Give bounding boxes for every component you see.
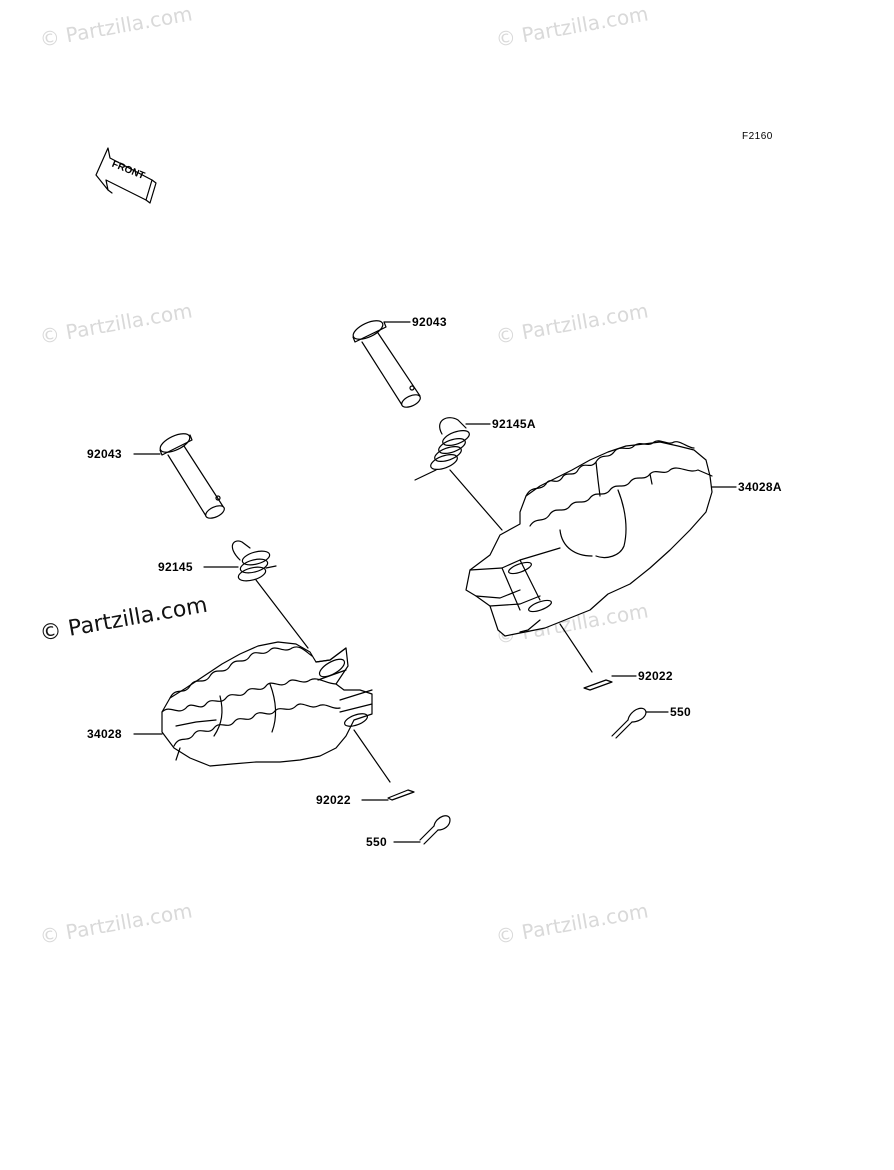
callout-label: 92145 [158, 560, 193, 574]
pin-part-left [159, 433, 225, 519]
callout-label: 34028 [87, 727, 122, 741]
callout-label: 92022 [638, 669, 673, 683]
callout-label: 92022 [316, 793, 351, 807]
diagram-code: F2160 [742, 131, 773, 142]
callout-label: 34028A [738, 480, 782, 494]
leader-line [255, 579, 309, 649]
spring-part-left [231, 540, 277, 582]
washer-part-right [583, 679, 613, 691]
washer-part-left [387, 789, 415, 801]
footpeg-part-right [465, 440, 713, 637]
callout-label: 92043 [87, 447, 122, 461]
spring-part-right [414, 417, 470, 481]
leader-line [449, 469, 503, 531]
callout-label: 550 [366, 835, 387, 849]
front-arrow-icon: FRONT [95, 147, 157, 204]
callout-label: 92145A [492, 417, 536, 431]
callout-label: 550 [670, 705, 691, 719]
pin-part-right [352, 320, 421, 408]
footpeg-part-left [161, 641, 373, 767]
cotter-pin-part-left [419, 815, 451, 845]
leader-line [559, 623, 593, 673]
leader-line [353, 729, 391, 783]
callout-label: 92043 [412, 315, 447, 329]
cotter-pin-part-right [611, 707, 647, 739]
